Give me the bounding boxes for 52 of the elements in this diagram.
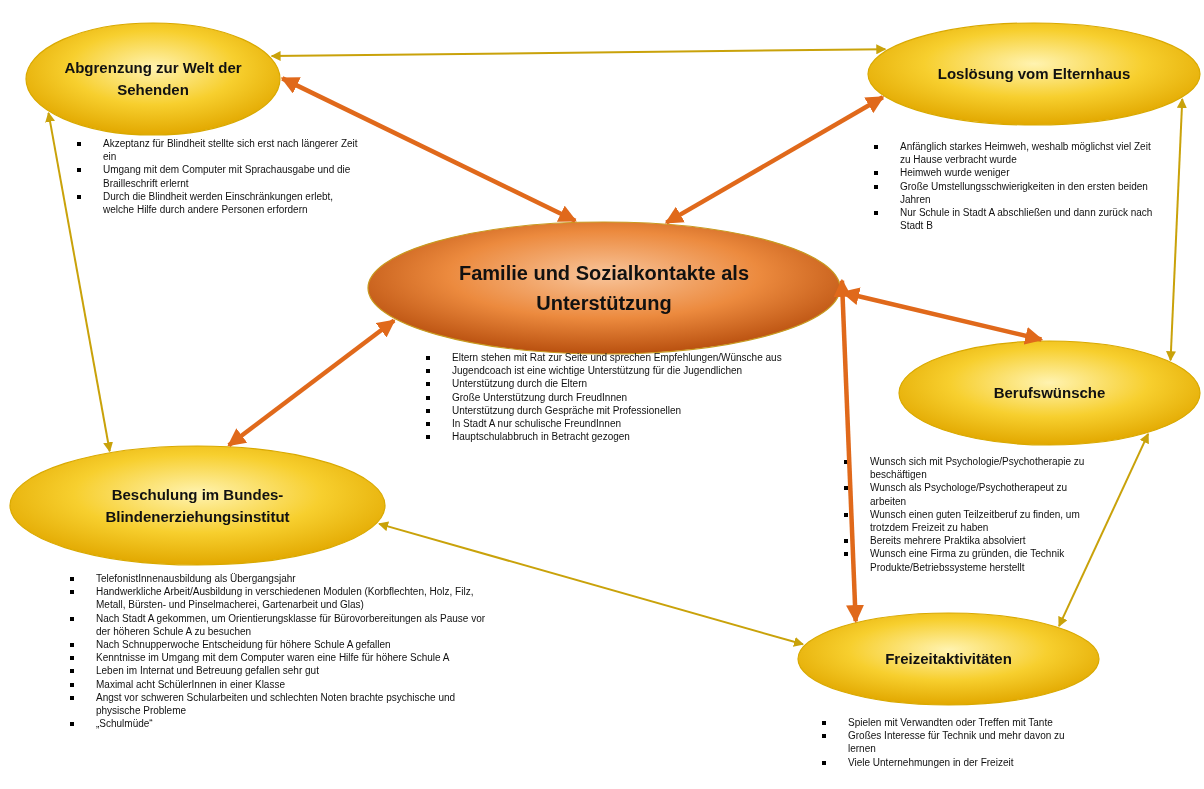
bullet-item: Jugendcoach ist eine wichtige Unterstützung für die Jugendlichen xyxy=(424,364,824,378)
double-arrow xyxy=(1058,432,1150,628)
bullet-item: TelefonistInnenausbildung als Übergangsjahr xyxy=(68,572,488,586)
bullet-item: Kenntnisse im Umgang mit dem Computer waren eine Hilfe für höhere Schule A xyxy=(68,651,488,665)
ellipse-node xyxy=(25,22,281,136)
ellipse-node xyxy=(898,340,1201,446)
bullet-item: Bereits mehrere Praktika absolviert xyxy=(842,534,1087,548)
bullet-item: Wunsch eine Firma zu gründen, die Technik Produkte/Betriebssysteme herstellt xyxy=(842,547,1087,574)
bullet-item: Spielen mit Verwandten oder Treffen mit Tante xyxy=(820,716,1080,730)
bullet-item: „Schulmüde“ xyxy=(68,717,488,731)
double-arrow xyxy=(270,44,887,61)
bullet-item: Nach Stadt A gekommen, um Orientierungsklasse für Bürovorbereitungen als Pause vor der höheren Schule A zu besuchen xyxy=(68,611,488,638)
bullet-item: Wunsch sich mit Psychologie/Psychotherapie zu beschäftigen xyxy=(842,455,1087,482)
bullet-item: Akzeptanz für Blindheit stellte sich erst nach längerer Zeit ein xyxy=(75,137,365,164)
bullet-item: Viele Unternehmungen in der Freizeit xyxy=(820,755,1080,769)
bullet-item: Heimweh wurde weniger xyxy=(872,166,1162,180)
ellipse-node xyxy=(9,445,386,566)
ellipse-node xyxy=(867,22,1201,126)
node-title: Berufswünsche xyxy=(993,383,1106,404)
double-arrow xyxy=(280,76,577,223)
node-title: Beschulung im Bundes-Blindenerziehungsinstitut xyxy=(104,484,291,527)
bullet-item: Umgang mit dem Computer mit Sprachausgabe und die Brailleschrift erlernt xyxy=(75,163,365,190)
double-arrow xyxy=(378,521,804,647)
bullet-item: Nur Schule in Stadt A abschließen und dann zurück nach Stadt B xyxy=(872,205,1162,233)
bullet-item: Unterstützung durch die Eltern xyxy=(424,377,824,391)
bullet-item: Große Unterstützung durch FreudInnen xyxy=(424,390,824,404)
bullet-item: Hauptschulabbruch in Betracht gezogen xyxy=(424,430,824,444)
node-title: Freizeitaktivitäten xyxy=(885,649,1012,670)
bullet-item: Anfänglich starkes Heimweh, weshalb möglichst viel Zeit zu Hause verbracht wurde xyxy=(872,140,1162,167)
bullet-item: Unterstützung durch Gespräche mit Professionellen xyxy=(424,403,824,417)
ellipse-node xyxy=(367,221,841,355)
ellipse-node xyxy=(797,612,1100,706)
bullet-item: Leben im Internat und Betreuung gefallen sehr gut xyxy=(68,664,488,678)
bullet-item: Eltern stehen mit Rat zur Seite und sprechen Empfehlungen/Wünsche aus xyxy=(424,351,824,365)
bullet-item: Handwerkliche Arbeit/Ausbildung in verschiedenen Modulen (Korbflechten, Holz, Filz, Metall, Bürsten- und Pinselmacherei, Gartenarbeit und Glas) xyxy=(68,585,488,612)
bullet-item: Angst vor schweren Schularbeiten und schlechten Noten brachte psychische und physische Probleme xyxy=(68,690,488,718)
bullet-item: In Stadt A nur schulische FreundInnen xyxy=(424,416,824,431)
bullet-item: Wunsch als Psychologe/Psychotherapeut zu arbeiten xyxy=(842,481,1087,508)
bullet-item: Durch die Blindheit werden Einschränkungen erlebt, welche Hilfe durch andere Personen erfordern xyxy=(75,189,365,217)
node-title: Familie und Sozialkontakte als Unterstützung xyxy=(457,261,751,316)
bullet-item: Nach Schnupperwoche Entscheidung für höhere Schule A gefallen xyxy=(68,637,488,652)
double-arrow xyxy=(45,111,113,453)
bullet-item: Großes Interesse für Technik und mehr davon zu lernen xyxy=(820,729,1080,756)
node-title: Loslösung vom Elternhaus xyxy=(937,64,1131,85)
node-title: Abgrenzung zur Welt der Sehenden xyxy=(63,58,243,100)
bullet-item: Wunsch einen guten Teilzeitberuf zu finden, um trotzdem Freizeit zu haben xyxy=(842,507,1087,535)
bullet-item: Große Umstellungsschwierigkeiten in den ersten beiden Jahren xyxy=(872,179,1162,206)
double-arrow xyxy=(227,318,396,448)
double-arrow xyxy=(1165,98,1187,362)
double-arrow xyxy=(833,278,865,624)
double-arrow xyxy=(664,95,885,225)
bullet-item: Maximal acht SchülerInnen in einer Klasse xyxy=(68,677,488,691)
